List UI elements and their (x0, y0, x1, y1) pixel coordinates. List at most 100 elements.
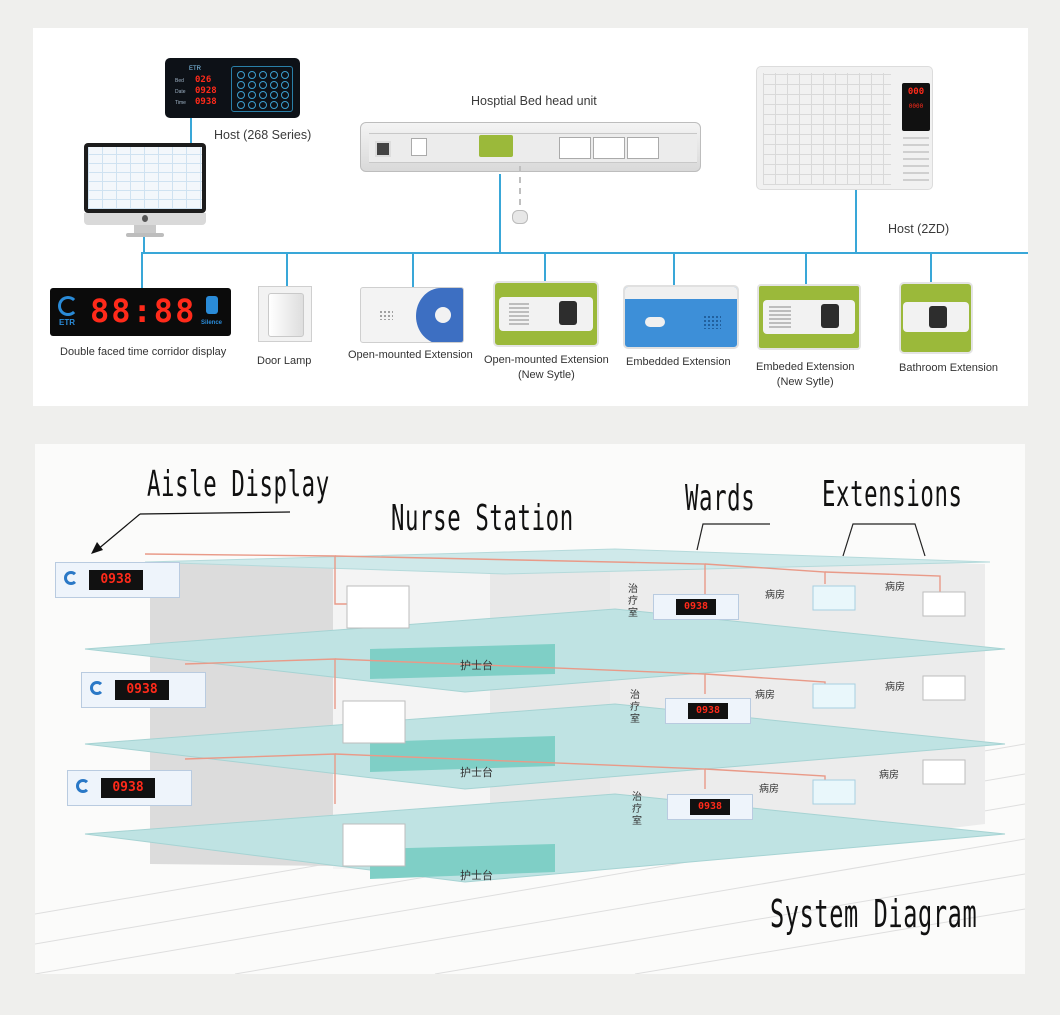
aisle-display-digits: 0938 (101, 778, 155, 798)
nurse-desk-label: 护士台 (460, 660, 493, 672)
bed-unit-switch-panel (559, 137, 591, 159)
bus-drop-embeded-ext-new (805, 252, 807, 284)
nurse-station-terminal (346, 585, 410, 629)
ward-room-label: 病房 (885, 582, 905, 593)
host-268-display: ETR Bed Date Time 026 0928 0938 (175, 66, 217, 107)
keypad-key (259, 81, 267, 89)
keypad-key (270, 101, 278, 109)
ward-room-label: 病房 (885, 682, 905, 693)
host-2zd-label: Host (2ZD) (888, 222, 950, 236)
wards-title: Wards (685, 478, 756, 519)
system-diagram-panel: 0938 0938 0938 0938 0938 0938 护士台 护士台 护士… (35, 444, 1025, 974)
device-label-subtitle: (New Sytle) (517, 369, 575, 381)
keypad-key (281, 71, 289, 79)
host-268-row-label: Bed (175, 78, 184, 84)
ward-room-label: 病房 (879, 770, 899, 781)
host-2zd-device: 000 0000 (756, 66, 933, 190)
host-268-row-label: Date (175, 89, 186, 95)
door-lamp-label: Door Lamp (257, 355, 312, 367)
ward-room-display: 0938 (653, 594, 739, 620)
treatment-room-label: 治疗室 (628, 584, 638, 619)
call-button (435, 307, 451, 323)
etr-logo-icon (90, 681, 104, 695)
nurse-desk-1 (370, 644, 555, 679)
nurse-station-terminal (342, 823, 406, 867)
embedded-extension-label: Embedded Extension (626, 356, 731, 368)
host-2zd-digits: 000 (907, 87, 925, 97)
nurse-station-title: Nurse Station (391, 498, 574, 539)
nurse-station-terminal (342, 700, 406, 744)
nurse-desk-3 (370, 844, 555, 879)
host-268-time-value: 0938 (195, 97, 217, 107)
nurse-desk-label: 护士台 (460, 767, 493, 779)
keypad-key (248, 91, 256, 99)
bus-drop-open-ext-new (544, 252, 546, 282)
treatment-room-label: 治疗室 (630, 690, 640, 725)
bus-drop-host-2zd (855, 190, 857, 253)
open-mounted-extension-new-label: Open-mounted Extension (New Sytle) (484, 353, 609, 383)
call-button (821, 304, 839, 328)
open-mounted-extension (360, 287, 464, 343)
call-button (645, 317, 665, 327)
corridor-digits: 88:88 (90, 292, 197, 330)
switch-icon (375, 141, 391, 157)
open-mounted-extension-new (493, 281, 599, 347)
silence-icon (206, 296, 218, 314)
aisle-display-unit: 0938 (81, 672, 206, 708)
extensions-callout-line (842, 523, 926, 557)
ward-room-display: 0938 (667, 794, 753, 820)
keypad-key (237, 91, 245, 99)
host-2zd-digits-small: 0000 (908, 103, 924, 110)
aisle-display-title: Aisle Display (147, 464, 330, 505)
keypad-key (259, 101, 267, 109)
keypad-key (270, 91, 278, 99)
arrow-head-icon (91, 542, 103, 554)
extensions-title: Extensions (822, 474, 963, 515)
ward-room-label: 病房 (759, 784, 779, 795)
etr-logo-icon (76, 779, 90, 793)
keypad-key (270, 71, 278, 79)
building-illustration (35, 511, 1025, 974)
host-268-date-value: 0928 (195, 86, 217, 96)
ward-room-label: 病房 (755, 690, 775, 701)
ward-extension (922, 675, 966, 701)
host-2zd-bed-buttons (763, 73, 891, 185)
monitor-computer (84, 143, 206, 238)
bed-unit-switch-panel (627, 137, 659, 159)
silence-text: Silence (201, 320, 223, 326)
ward-room-label: 病房 (765, 590, 785, 601)
bed-unit-panel (479, 135, 513, 157)
ward-extension (812, 683, 856, 709)
network-bus-line (143, 252, 1028, 254)
open-mounted-extension-label: Open-mounted Extension (348, 349, 473, 361)
nurse-desk-label: 护士台 (460, 870, 493, 882)
aisle-display-unit: 0938 (55, 562, 180, 598)
ward-extension (922, 759, 966, 785)
host-268-label: Host (268 Series) (214, 128, 312, 142)
aisle-display-unit: 0938 (67, 770, 192, 806)
bed-unit-switch-panel (593, 137, 625, 159)
keypad-key (248, 71, 256, 79)
system-diagram-title: System Diagram (770, 892, 978, 936)
bus-drop-open-ext (412, 252, 414, 287)
call-handle (512, 210, 528, 224)
host-2zd-keypad (903, 137, 929, 181)
keypad-key (237, 81, 245, 89)
etr-logo-icon (58, 296, 78, 316)
bus-drop-embedded-ext (673, 252, 675, 285)
device-overview-panel: ETR Bed Date Time 026 0928 0938 Host (26… (33, 28, 1028, 406)
corridor-time-display: ETR 88:88 Silence (50, 288, 231, 336)
bathroom-extension-label: Bathroom Extension (899, 362, 999, 374)
keypad-key (259, 71, 267, 79)
speaker-icon (509, 303, 529, 325)
bus-drop-host-268 (190, 118, 192, 146)
call-button (559, 301, 577, 325)
red-wires (144, 553, 941, 804)
device-label-title: Open-mounted Extension (484, 354, 609, 366)
ward-display-digits: 0938 (690, 799, 730, 815)
bathroom-extension (899, 282, 973, 354)
keypad-key (281, 81, 289, 89)
floor-slab-3 (84, 793, 1006, 883)
ward-extension (812, 779, 856, 805)
call-button (929, 306, 947, 328)
